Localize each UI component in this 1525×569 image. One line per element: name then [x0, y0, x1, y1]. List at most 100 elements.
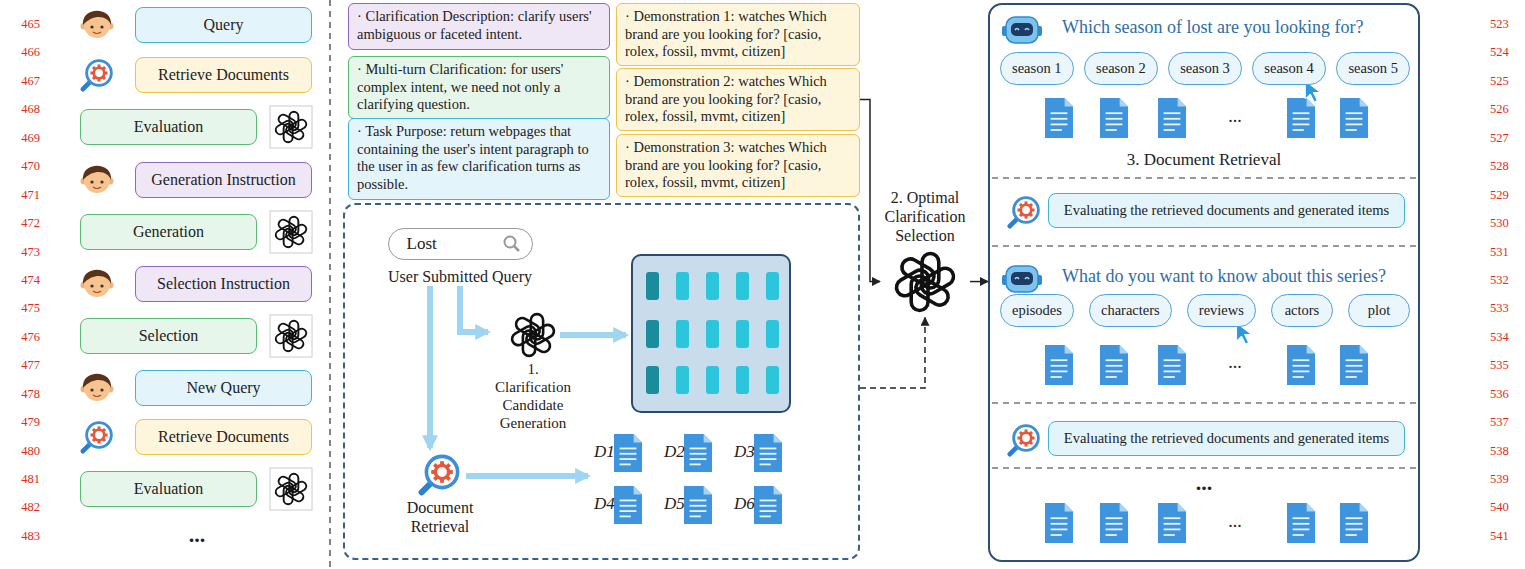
document-icon [760, 500, 777, 502]
llm-logo [510, 314, 556, 356]
document-icon [1106, 529, 1123, 531]
document-icon [690, 458, 707, 460]
candidate-matrix [736, 366, 749, 394]
connector [860, 318, 925, 388]
document-icon [760, 505, 777, 507]
llm-logo [274, 224, 294, 241]
person-icon [93, 291, 101, 293]
document-icon [1293, 118, 1310, 120]
document-icon [1307, 503, 1315, 511]
document-icon [1293, 359, 1310, 361]
document-icon [1051, 534, 1062, 536]
document-icon [690, 510, 707, 512]
document-icon [1045, 345, 1073, 385]
document-icon [614, 486, 642, 524]
llm-logo [277, 322, 297, 339]
process-box: Retrieve Documents [135, 57, 312, 93]
line-number: 465 [21, 17, 40, 32]
document-icon [1051, 118, 1068, 120]
document-icon [1106, 129, 1117, 131]
node-text: Evaluation [134, 118, 203, 136]
process-box: Selection Instruction [135, 266, 312, 302]
document-icon [620, 448, 637, 450]
node-text: Retrieve Documents [158, 428, 289, 446]
line-number: 527 [1490, 131, 1509, 146]
llm-logo [270, 211, 312, 253]
node-text: 3. Document Retrieval [1127, 150, 1281, 170]
llm-logo [274, 119, 294, 136]
magnifier-icon [502, 234, 522, 254]
line-number: 537 [1490, 415, 1509, 430]
document-icon [1287, 345, 1315, 385]
document-icon [1051, 365, 1068, 367]
line-number: 483 [21, 529, 40, 544]
document-id: D1 [594, 442, 615, 462]
search-icon [83, 423, 112, 452]
candidate-matrix [646, 272, 659, 300]
document-icon [1164, 118, 1181, 120]
node-text: Retrieve Documents [158, 66, 289, 84]
document-icon [1106, 534, 1117, 536]
option-pill: season 3 [1168, 52, 1242, 85]
document-id: D5 [664, 494, 685, 514]
candidate-matrix [766, 366, 779, 394]
document-id: D4 [594, 494, 615, 514]
document-icon [1106, 124, 1123, 126]
line-number: 482 [21, 500, 40, 515]
connector [860, 100, 880, 282]
node-text: · Clarification Description: clarify use… [357, 8, 601, 43]
document-icon [1065, 503, 1073, 511]
node-text: Generation Instruction [151, 171, 295, 189]
document-icon [704, 434, 712, 442]
document-icon [690, 500, 707, 502]
document-icon [684, 434, 712, 472]
document-icon [1293, 112, 1310, 114]
search-box: Lost [388, 228, 533, 260]
search-icon [1010, 426, 1039, 455]
candidate-matrix [706, 272, 719, 300]
process-box: Generation Instruction [135, 162, 312, 198]
document-icon [1158, 503, 1186, 543]
document-icon [1158, 503, 1186, 543]
option-pill: season 1 [1000, 52, 1074, 85]
document-icon [1051, 129, 1062, 131]
line-number: 473 [21, 245, 40, 260]
line-number: 474 [21, 273, 40, 288]
document-icon [1287, 503, 1315, 543]
document-icon [690, 463, 701, 465]
document-icon [754, 486, 782, 524]
ellipsis: ... [189, 522, 206, 548]
node-text: Evaluating the retrieved documents and g… [1064, 430, 1389, 447]
person-icon [81, 11, 114, 38]
document-icon [1106, 118, 1123, 120]
person-icon [93, 395, 101, 397]
robot-icon [1002, 266, 1042, 292]
document-id: D6 [734, 494, 755, 514]
process-box: Generation [80, 214, 257, 250]
document-icon [1164, 124, 1181, 126]
node-text: Document Retrieval [385, 498, 495, 536]
document-icon [754, 434, 782, 472]
document-icon [1045, 98, 1073, 138]
document-icon [1164, 376, 1175, 378]
llm-logo [277, 218, 297, 235]
search-icon [87, 61, 112, 86]
llm-logo [270, 468, 312, 510]
line-number: 478 [21, 387, 40, 402]
document-icon [1293, 534, 1304, 536]
document-icon [1340, 503, 1368, 543]
llm-logo [270, 106, 312, 148]
text-box: · Demonstration 1: watches Which brand a… [616, 3, 860, 66]
document-icon [1164, 129, 1175, 131]
document-icon [1307, 345, 1315, 353]
dashed-region: D1D2D3D4D5D6LostUser Submitted Query1. C… [343, 203, 860, 560]
document-icon [1164, 112, 1181, 114]
clarification-panel: Which season of lost are you looking for… [988, 3, 1420, 562]
document-icon [1346, 129, 1357, 131]
line-number: 528 [1490, 159, 1509, 174]
document-icon [1293, 365, 1310, 367]
line-number: 479 [21, 415, 40, 430]
node-text: ... [1228, 511, 1242, 532]
document-icon [1045, 345, 1073, 385]
magnifier-icon [514, 246, 519, 251]
